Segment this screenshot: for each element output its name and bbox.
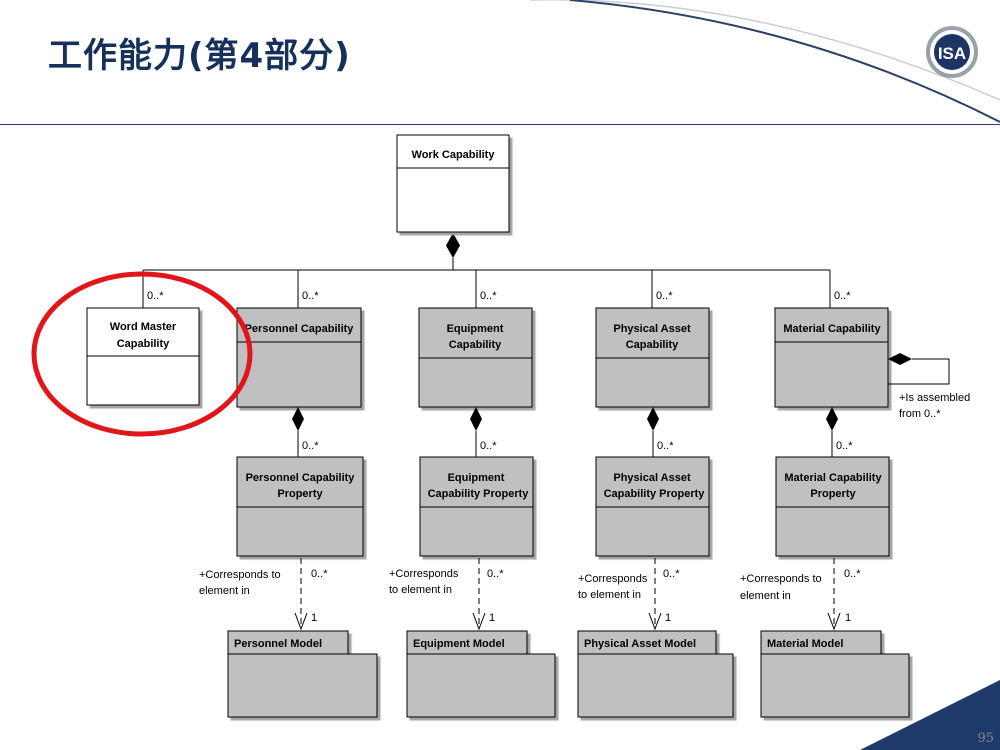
dependency-1: +Corresponds to element in 0..* 1: [389, 558, 504, 631]
work-capability-title: Work Capability: [412, 149, 496, 161]
capability-title-line1: Equipment: [447, 323, 504, 335]
property-title-line2: Capability Property: [428, 488, 530, 500]
corr-target-mult: 1: [845, 612, 851, 624]
mult-property-1: 0..*: [480, 440, 497, 452]
dependency-2: +Corresponds to element in 0..* 1: [578, 558, 680, 631]
corr-role-line2: to element in: [389, 584, 452, 596]
mult-capability-0: 0..*: [302, 290, 319, 302]
property-box-physical-asset: Physical Asset Capability Property: [595, 456, 710, 557]
capability-box-material: Material Capability: [774, 307, 889, 408]
mult-capability-1: 0..*: [480, 290, 497, 302]
dependency-3: +Corresponds to element in 0..* 1: [740, 558, 861, 631]
property-composition-2: 0..*: [647, 407, 674, 457]
self-association-diamond: [888, 353, 912, 365]
property-composition-3: 0..*: [826, 407, 853, 457]
corr-role-line2: element in: [740, 590, 791, 602]
property-box-personnel: Personnel Capability Property: [236, 456, 364, 557]
corr-source-mult: 0..*: [663, 568, 680, 580]
page-number: 95: [977, 731, 994, 746]
capability-box-personnel: Personnel Capability: [236, 307, 362, 408]
composition-diamond: [446, 233, 460, 258]
corr-role-line2: to element in: [578, 589, 641, 601]
mult-capability-2: 0..*: [656, 290, 673, 302]
mult-capability-3: 0..*: [834, 290, 851, 302]
slide-title: 工作能力(第4部分): [48, 36, 351, 76]
word-master-line1: Word Master: [110, 321, 177, 333]
property-composition-0: 0..*: [292, 407, 319, 457]
corr-target-mult: 1: [311, 612, 317, 624]
work-capability-box: Work Capability: [396, 134, 510, 233]
property-title-line1: Material Capability: [784, 472, 882, 484]
corr-source-mult: 0..*: [487, 568, 504, 580]
capability-box-physical-asset: Physical Asset Capability: [595, 307, 710, 408]
property-box-material: Material Capability Property: [775, 456, 890, 557]
logo-text: ISA: [938, 44, 966, 63]
package-personnel-model: Personnel Model: [227, 630, 378, 718]
capability-title-line2: Capability: [449, 339, 502, 351]
self-association: +Is assembled from 0..*: [888, 353, 970, 420]
property-title-line2: Capability Property: [604, 488, 706, 500]
capability-title-line1: Physical Asset: [613, 323, 691, 335]
corr-role-line1: +Corresponds: [389, 568, 459, 580]
corr-target-mult: 1: [489, 612, 495, 624]
corr-role-line2: element in: [199, 585, 250, 597]
package-title: Equipment Model: [413, 638, 505, 650]
corr-source-mult: 0..*: [844, 568, 861, 580]
capability-title-line1: Personnel Capability: [245, 323, 355, 335]
property-box-equipment: Equipment Capability Property: [419, 456, 534, 557]
property-title-line1: Personnel Capability: [246, 472, 356, 484]
dependency-0: +Corresponds to element in 0..* 1: [199, 558, 328, 631]
corr-role-line1: +Corresponds to: [740, 573, 822, 585]
corr-target-mult: 1: [665, 612, 671, 624]
corr-role-line1: +Corresponds to: [199, 569, 281, 581]
self-assoc-role-line2: from 0..*: [899, 408, 941, 420]
package-title: Physical Asset Model: [584, 638, 696, 650]
mult-property-0: 0..*: [302, 440, 319, 452]
package-physical-asset-model: Physical Asset Model: [577, 630, 734, 718]
corr-source-mult: 0..*: [311, 568, 328, 580]
highlight-ellipse: [31, 271, 253, 437]
self-assoc-role-line1: +Is assembled: [899, 392, 970, 404]
property-title-line1: Physical Asset: [613, 472, 691, 484]
title-underline: [0, 124, 1000, 125]
package-title: Personnel Model: [234, 638, 322, 650]
property-title-line1: Equipment: [448, 472, 505, 484]
header-swoosh-light: [530, 0, 1000, 101]
isa-logo: ISA: [926, 26, 978, 78]
mult-property-2: 0..*: [657, 440, 674, 452]
property-title-line2: Property: [277, 488, 323, 500]
word-master-line2: Capability: [117, 338, 170, 350]
corr-role-line1: +Corresponds: [578, 573, 648, 585]
property-composition-1: 0..*: [470, 407, 497, 457]
package-equipment-model: Equipment Model: [406, 630, 556, 718]
capability-title-line2: Capability: [626, 339, 679, 351]
capability-title-line1: Material Capability: [783, 323, 881, 335]
header-swoosh-dark: [569, 0, 1000, 123]
property-title-line2: Property: [810, 488, 856, 500]
footer-swoosh: [860, 680, 1000, 750]
mult-highlight: 0..*: [147, 290, 164, 302]
word-master-capability-box: Word Master Capability: [86, 307, 200, 406]
package-material-model: Material Model: [760, 630, 910, 718]
mult-property-3: 0..*: [836, 440, 853, 452]
package-title: Material Model: [767, 638, 843, 650]
capability-box-equipment: Equipment Capability: [418, 307, 533, 408]
